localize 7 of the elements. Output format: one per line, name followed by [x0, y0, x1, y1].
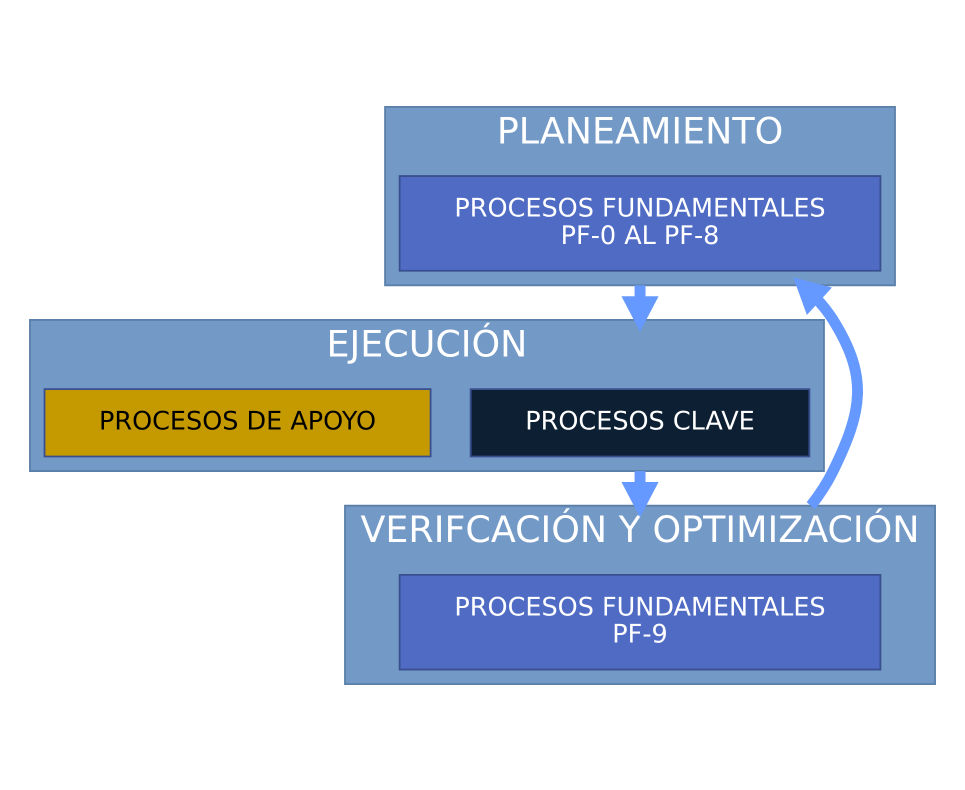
- node-box: PROCESOS DE APOYO: [44, 388, 432, 457]
- arrow: [793, 276, 863, 509]
- node-box: PROCESOS CLAVE: [470, 388, 810, 457]
- node-box: PROCESOS FUNDAMENTALES PF-9: [398, 573, 882, 670]
- arrow: [621, 470, 659, 517]
- arrow: [621, 284, 659, 332]
- node-box: PROCESOS FUNDAMENTALES PF-0 AL PF-8: [398, 174, 882, 272]
